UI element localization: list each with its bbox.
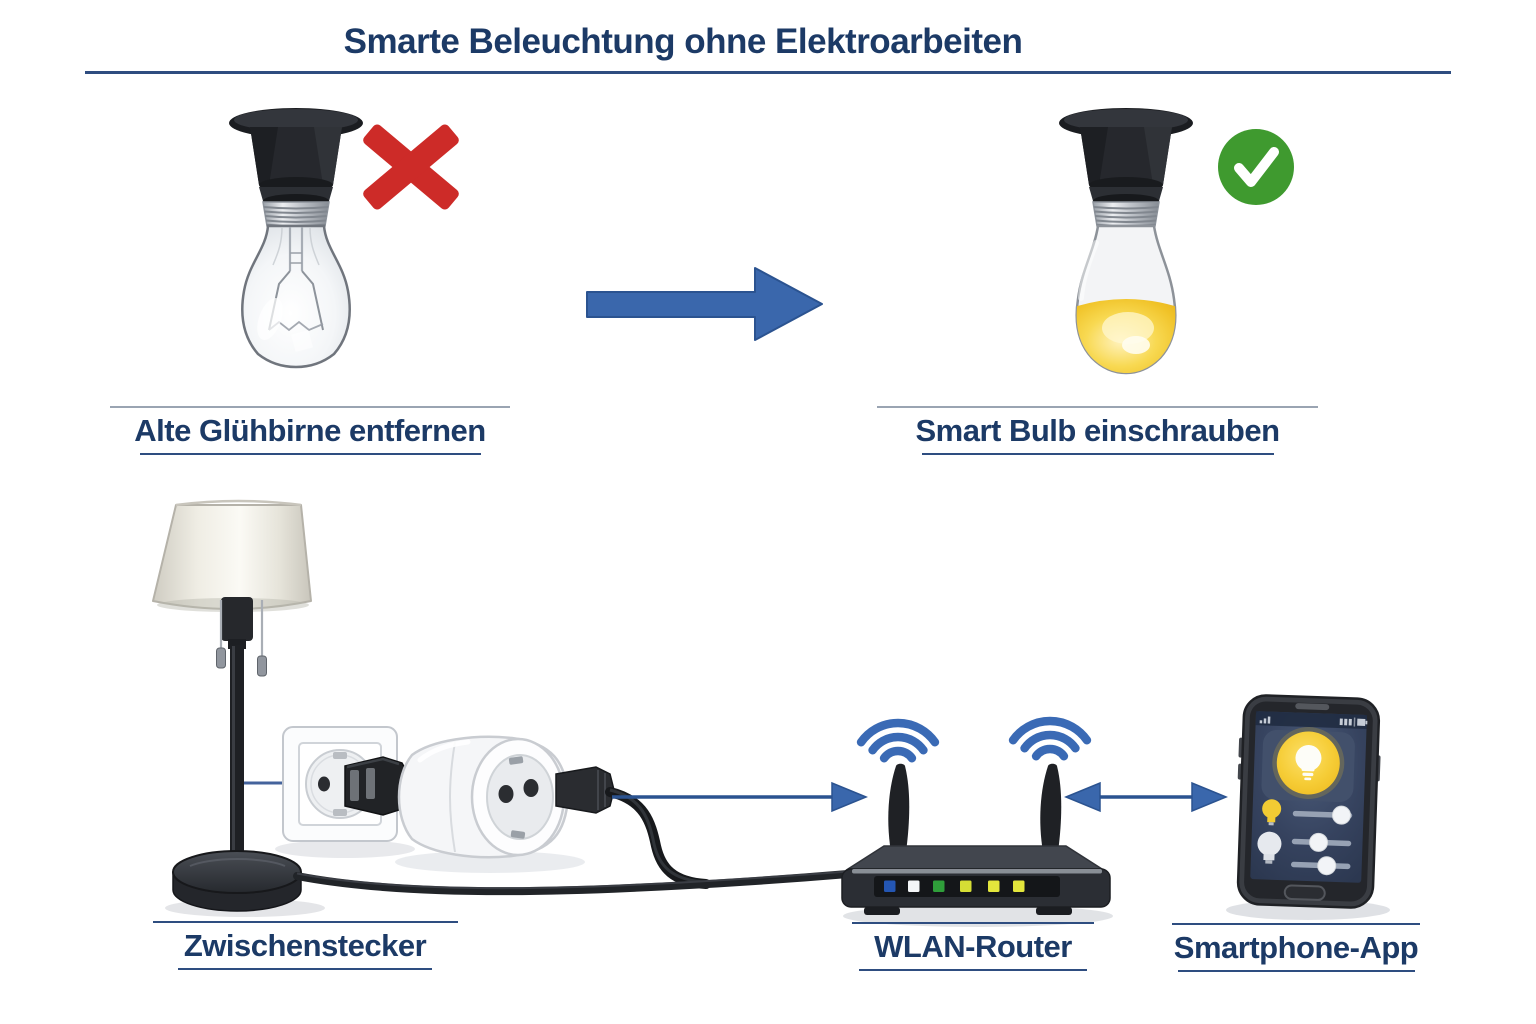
caption-rule-bottom [921,453,1274,455]
wifi-icon-left [856,718,940,763]
led-white [908,880,920,892]
phone-speaker [1295,703,1330,711]
bulb-off-icon [1257,831,1282,864]
lamp-shade [152,504,312,610]
battery-icon [1339,717,1368,727]
brightness-slider-3[interactable] [1290,856,1351,876]
caption-rule-top [110,406,510,408]
caption-rule-top [852,922,1094,924]
power-cable [293,870,852,896]
bulb-on-icon [1262,799,1282,826]
led-yellow-1 [960,880,972,892]
antenna-left [888,763,910,852]
adapter-cable-connector [555,766,711,889]
label-adapter-plug: Zwischenstecker [130,921,480,970]
caption-text: Smartphone-App [1173,930,1419,965]
caption-rule-bottom [139,453,481,455]
label-router: WLAN-Router [837,922,1109,971]
caption-text: Alte Glühbirne entfernen [134,413,486,448]
error-x-icon [363,124,459,210]
caption-rule-bottom [1177,970,1415,972]
brightness-slider-2[interactable] [1291,832,1352,853]
old-bulb-fixture [228,107,459,369]
caption-rule-top [877,406,1318,408]
led-yellow-3 [1013,880,1025,892]
led-blue [884,880,896,892]
socket-hole [318,776,330,792]
phone-status-bar [1255,711,1368,729]
slider-knob[interactable] [1317,856,1337,876]
led-yellow-2 [988,880,1000,892]
label-smart-bulb: Smart Bulb einschrauben [877,406,1318,455]
smart-adapter-plug [395,735,585,873]
caption-rule-top [1172,923,1420,925]
wlan-router [841,716,1113,927]
caption-rule-bottom [859,969,1087,971]
signal-bars-icon [1259,716,1271,724]
slider-knob[interactable] [1331,805,1351,825]
adapter-hole-left [498,785,514,803]
arrow-right-icon [586,267,823,341]
page-title: Smarte Beleuchtung ohne Elektroarbeiten [343,22,1023,61]
caption-rule-bottom [178,968,432,970]
antenna-right [1040,763,1062,852]
arrow-bidirectional-icon [1064,781,1228,813]
caption-text: WLAN-Router [874,929,1072,964]
arrow-plug-to-router [612,781,868,813]
adapter-hole-right [523,779,539,797]
lightbulb-icon [1295,744,1322,781]
brightness-slider-1[interactable] [1292,805,1353,825]
title-divider [85,71,1451,74]
slider-knob[interactable] [1309,832,1329,852]
check-icon [1218,129,1294,205]
home-button[interactable] [1283,884,1326,901]
caption-text: Zwischenstecker [183,928,427,963]
router-top [845,845,1105,870]
smartphone [1236,694,1381,909]
led-green [933,880,945,892]
caption-text: Smart Bulb einschrauben [915,413,1280,448]
wifi-icon-right [1008,716,1092,761]
table-lamp [152,499,325,917]
smart-bulb-fixture [1058,107,1294,375]
caption-rule-top [152,921,458,923]
lamp-base [172,850,302,894]
label-smartphone-app: Smartphone-App [1157,923,1435,972]
label-old-bulb: Alte Glühbirne entfernen [90,406,530,455]
